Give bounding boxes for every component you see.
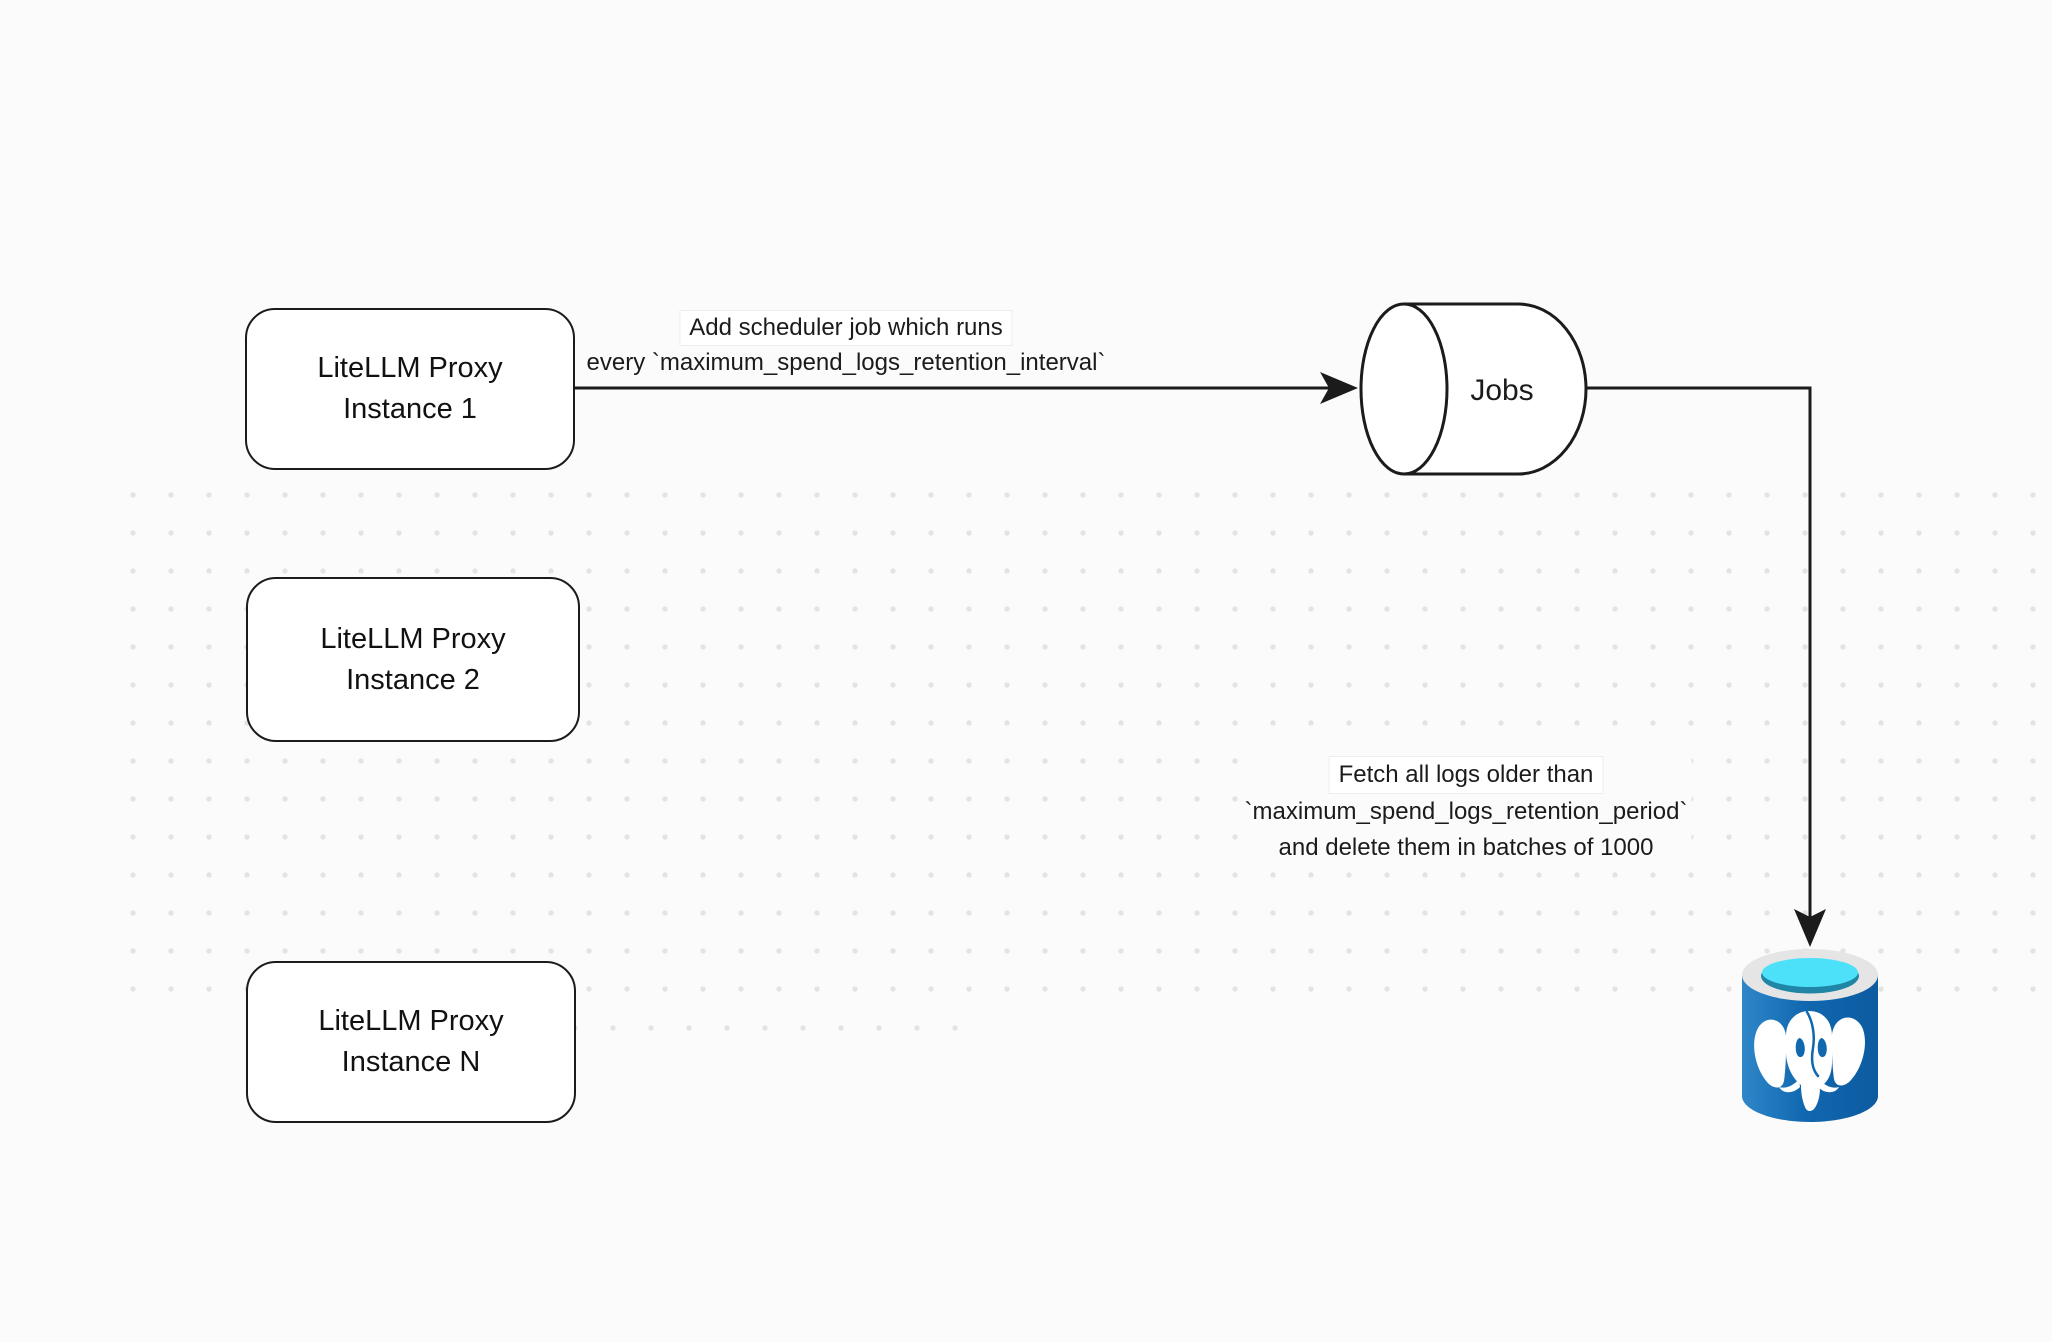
dot-grid-background-extra-row	[556, 1009, 988, 1047]
pg-water	[1762, 958, 1858, 987]
cleanup-arrow-label-line2: `maximum_spend_logs_retention_period`	[1244, 798, 1688, 825]
scheduler-arrow-label: Add scheduler job which runs every `maxi…	[582, 310, 1110, 380]
jobs-to-postgres-arrow	[1586, 386, 1826, 947]
arrowhead-down-icon	[1794, 909, 1826, 947]
scheduler-arrow-label-line2: every `maximum_spend_logs_retention_inte…	[586, 349, 1106, 376]
jobs-queue-node: Jobs	[1359, 302, 1588, 476]
jobs-label: Jobs	[1470, 374, 1533, 407]
cleanup-arrow-label: Fetch all logs older than `maximum_spend…	[1240, 756, 1692, 866]
node-litellm-proxy-instance-2: LiteLLM Proxy Instance 2	[246, 577, 580, 742]
cleanup-arrow-label-line1: Fetch all logs older than	[1328, 756, 1604, 794]
cylinder-cap	[1359, 302, 1449, 476]
cleanup-arrow-label-line3: and delete them in batches of 1000	[1278, 834, 1654, 861]
scheduler-arrow-label-line1: Add scheduler job which runs	[679, 310, 1013, 346]
node-litellm-proxy-instance-n: LiteLLM Proxy Instance N	[246, 961, 576, 1123]
arrowhead-right-icon	[1320, 372, 1358, 404]
scheduler-arrow	[575, 372, 1358, 404]
dot-grid-background	[114, 476, 2052, 1009]
node-litellm-proxy-instance-1: LiteLLM Proxy Instance 1	[245, 308, 575, 470]
postgresql-database-icon	[1742, 949, 1878, 1122]
pg-elephant-logo-icon	[1754, 1010, 1865, 1112]
